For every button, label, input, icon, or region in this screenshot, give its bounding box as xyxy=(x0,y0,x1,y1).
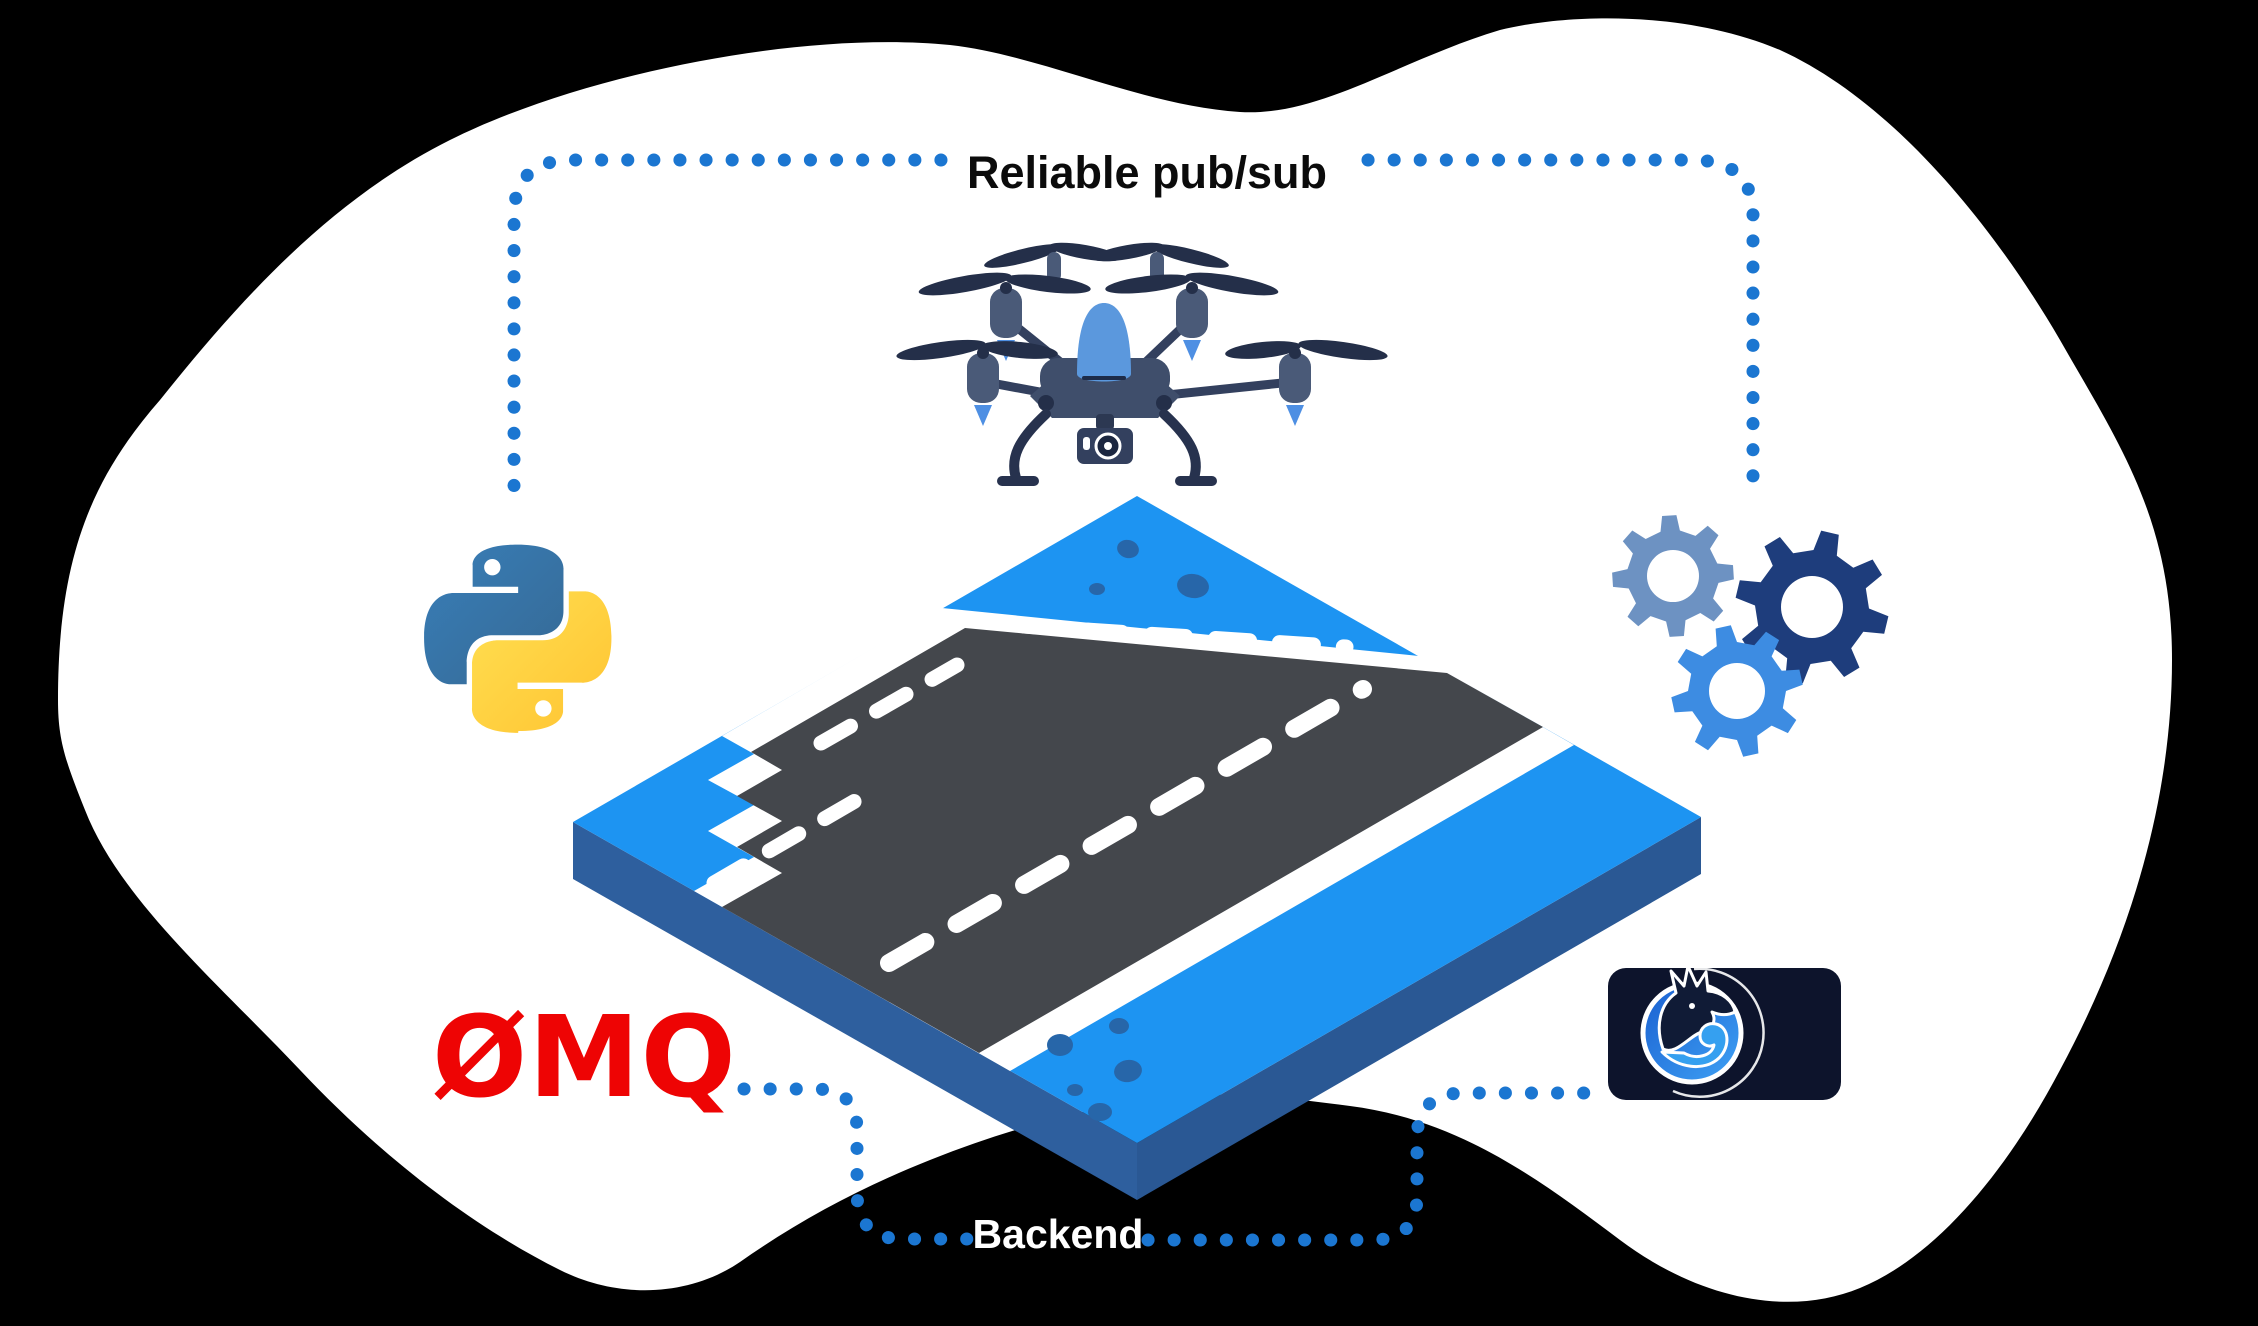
drone-landing-gear xyxy=(997,409,1217,486)
zeromq-logo: ØMQ xyxy=(432,993,737,1123)
road-center-dashes xyxy=(880,680,1372,972)
dragon-outer-arc xyxy=(1672,967,1765,1098)
drone-rear-props xyxy=(984,242,1229,282)
drone-icon xyxy=(896,242,1388,486)
gear-light xyxy=(1612,515,1734,637)
platform-side-left xyxy=(573,822,1137,1200)
connector-top-left xyxy=(507,153,948,496)
connector-backend xyxy=(737,1082,1603,1247)
drone-canopy xyxy=(1077,303,1131,382)
drone-camera xyxy=(1077,414,1133,464)
dragon-logo-card xyxy=(1608,964,1841,1100)
gear-blue xyxy=(1671,625,1803,757)
connector-bottom-left xyxy=(737,1082,983,1246)
dragon-head xyxy=(1657,964,1737,1069)
road-upper-dashes-3 xyxy=(1016,618,1354,655)
road-upper-dashes-2 xyxy=(813,657,965,751)
connector-top-right xyxy=(1361,153,1760,501)
road-upper-dashes-1 xyxy=(706,793,863,891)
label-backend: Backend xyxy=(973,1211,1144,1257)
connector-reliable-pubsub xyxy=(507,153,1760,501)
drone-rotors xyxy=(896,272,1388,426)
pebbles xyxy=(1047,539,1209,1121)
gears-icon xyxy=(1612,515,1889,757)
platform-side-right xyxy=(1137,817,1701,1200)
label-reliable-pubsub: Reliable pub/sub xyxy=(967,147,1327,198)
python-logo xyxy=(424,544,612,733)
road-platform xyxy=(573,496,1701,1200)
